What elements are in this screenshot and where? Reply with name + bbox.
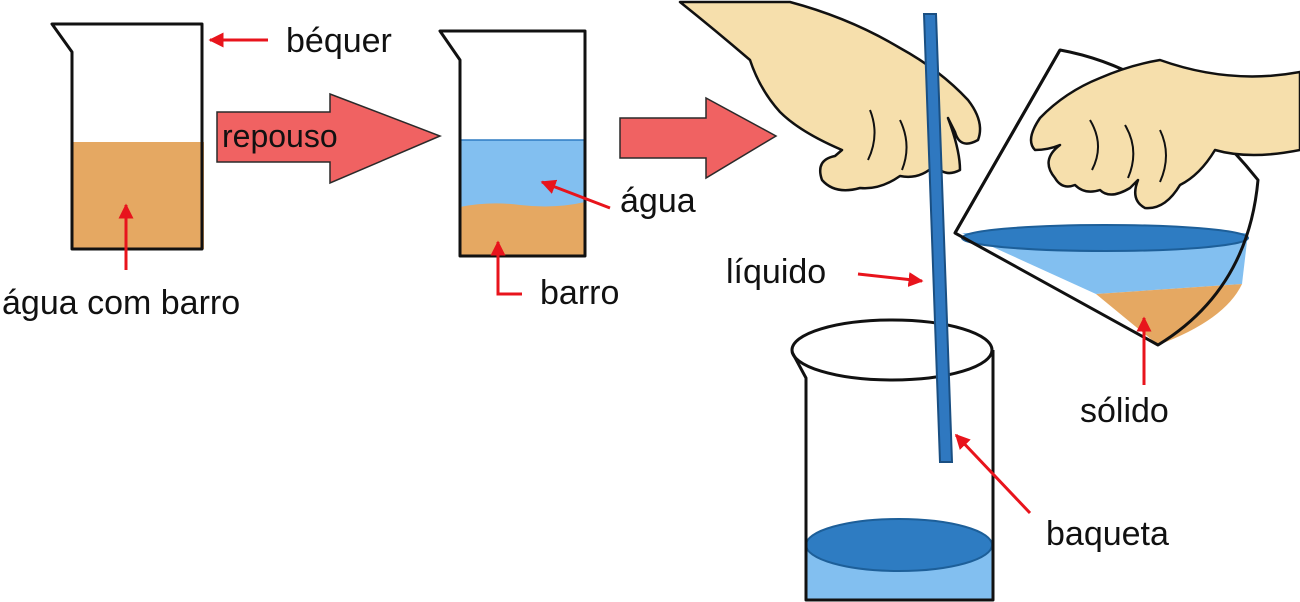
pouring-beaker xyxy=(953,48,1260,347)
beaker-settled xyxy=(438,29,587,258)
finger-lines xyxy=(1089,119,1167,183)
water-label: água xyxy=(620,182,696,220)
left-hand xyxy=(678,0,982,192)
rest-label: repouso xyxy=(222,118,338,154)
solid-label: sólido xyxy=(1080,392,1169,430)
mud-layer xyxy=(460,202,585,256)
receiving-beaker xyxy=(790,318,995,602)
pointer-water xyxy=(540,179,611,210)
beaker-muddy-water xyxy=(50,22,204,251)
beaker-spout-edge xyxy=(953,49,1062,234)
liquid-surface xyxy=(961,224,1249,252)
right-hand xyxy=(1029,58,1300,210)
rod-label: baqueta xyxy=(1046,515,1169,553)
muddy-water-fill xyxy=(72,142,204,249)
hand-shape xyxy=(678,0,982,192)
beaker-outline xyxy=(438,29,587,258)
liquid-surface xyxy=(805,518,993,572)
solid-in-beaker xyxy=(1096,284,1242,345)
glass-rod xyxy=(922,13,954,463)
muddy-water-label: água com barro xyxy=(2,284,240,322)
process-arrow xyxy=(619,96,778,180)
rest-arrow: repouso xyxy=(216,92,443,185)
beaker-label: béquer xyxy=(286,22,392,60)
beaker-outline xyxy=(50,22,204,251)
pointer-mud xyxy=(490,240,522,296)
beaker-outline xyxy=(790,350,995,602)
mud-label: barro xyxy=(540,274,619,312)
rest-arrow-shape xyxy=(216,92,443,185)
pointer-rod xyxy=(954,433,1032,515)
pointer-liquid xyxy=(857,272,924,287)
finger-lines xyxy=(867,109,908,171)
hand-shape xyxy=(1029,58,1300,210)
beaker-rim xyxy=(790,318,994,382)
liquid-label: líquido xyxy=(726,253,826,291)
beaker-outline xyxy=(953,48,1260,347)
pointer-arrows xyxy=(118,32,1152,515)
water-layer xyxy=(460,140,585,208)
